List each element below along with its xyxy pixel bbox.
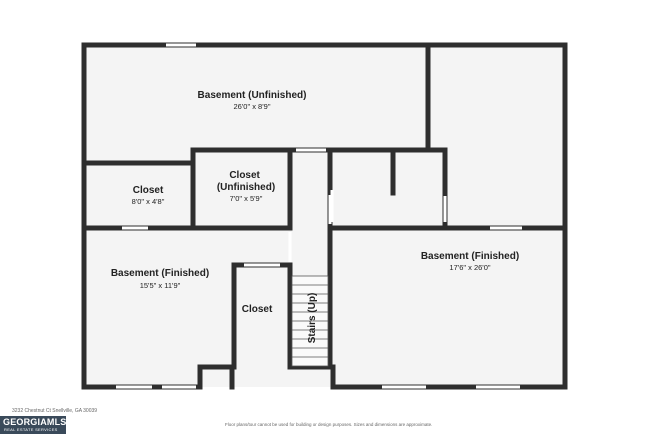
property-address: 3232 Chestnut Ct Snellville, GA 30039 — [12, 408, 98, 414]
logo-subtitle: REAL ESTATE SERVICES — [4, 427, 58, 432]
disclaimer-text: Floor plans/tour cannot be used for buil… — [225, 422, 433, 427]
room-dims-basement-finished-left: 15'5" x 11'9" — [140, 281, 181, 290]
window-frames — [116, 385, 520, 389]
room-name-basement-finished-left: Basement (Finished) — [111, 268, 209, 279]
room-name-closet-left: Closet — [133, 185, 164, 196]
georgiamls-logo: GEORGIAMLS REAL ESTATE SERVICES — [0, 416, 66, 434]
logo-title: GEORGIAMLS — [3, 417, 67, 427]
room-dims-closet-unfinished: 7'0" x 5'9" — [230, 194, 263, 203]
stairs — [291, 275, 329, 367]
room-name-basement-unfinished: Basement (Unfinished) — [198, 90, 307, 101]
room-dims-closet-left: 8'0" x 4'8" — [132, 197, 165, 206]
openings — [116, 43, 522, 389]
room-name-closet-unfinished: Closet (Unfinished) — [217, 170, 275, 193]
room-name-closet-small: Closet — [242, 304, 273, 315]
floor-area — [84, 45, 565, 387]
room-name-basement-finished-right: Basement (Finished) — [421, 251, 519, 262]
room-dims-basement-finished-right: 17'6" x 26'0" — [449, 263, 490, 272]
stairs-label: Stairs (Up) — [307, 293, 318, 344]
room-dims-basement-unfinished: 26'0" x 8'9" — [234, 102, 271, 111]
